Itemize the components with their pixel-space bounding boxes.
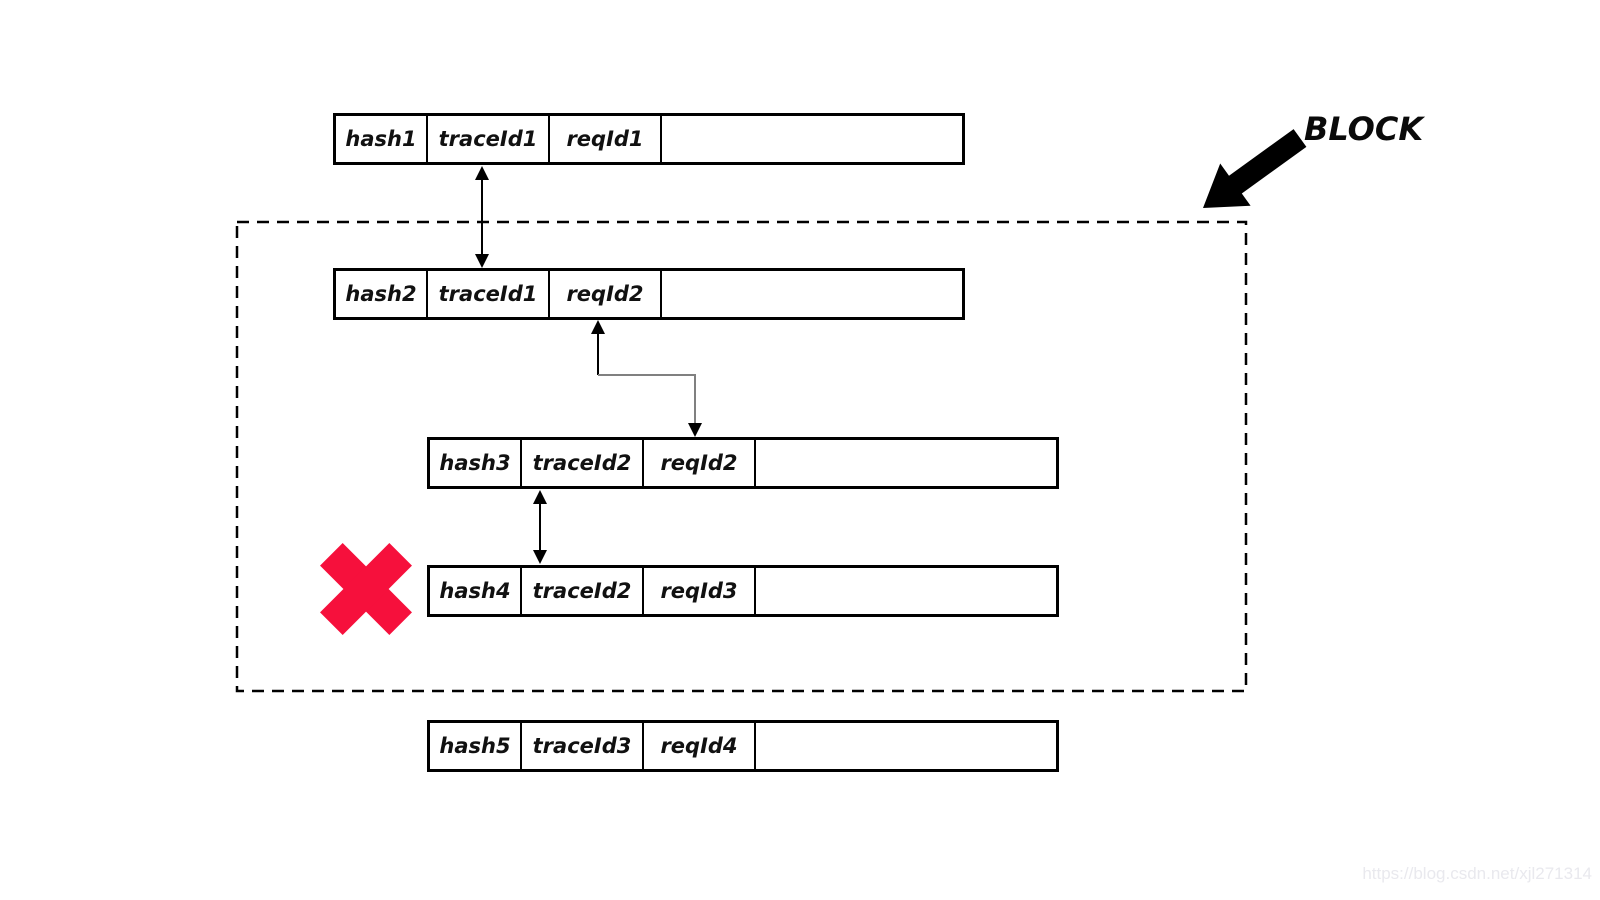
cell-hash: hash2 [336, 271, 428, 317]
req-link-elbow-arrow [591, 320, 702, 437]
cell-hash: hash3 [430, 440, 522, 486]
cell-hash: hash4 [430, 568, 522, 614]
cell-empty [662, 271, 962, 317]
cell-empty [756, 723, 1056, 769]
cell-traceid: traceId1 [428, 271, 550, 317]
cell-hash: hash5 [430, 723, 522, 769]
block-pointer-arrow-icon [1203, 129, 1307, 208]
cell-empty [756, 440, 1056, 486]
trace-link-arrow-1 [475, 166, 489, 268]
cell-empty [756, 568, 1056, 614]
block-label: BLOCK [1304, 110, 1424, 148]
reject-x-icon [320, 543, 412, 635]
cell-reqid: reqId2 [644, 440, 756, 486]
cell-empty [662, 116, 962, 162]
block-row-1: hash1 traceId1 reqId1 [333, 113, 965, 165]
cell-reqid: reqId3 [644, 568, 756, 614]
cell-traceid: traceId2 [522, 440, 644, 486]
cell-reqid: reqId1 [550, 116, 662, 162]
trace-link-arrow-2 [533, 490, 547, 564]
block-row-3: hash3 traceId2 reqId2 [427, 437, 1059, 489]
watermark-text: https://blog.csdn.net/xjl271314 [1362, 864, 1592, 883]
cell-traceid: traceId1 [428, 116, 550, 162]
cell-traceid: traceId2 [522, 568, 644, 614]
cell-traceid: traceId3 [522, 723, 644, 769]
block-row-5: hash5 traceId3 reqId4 [427, 720, 1059, 772]
cell-reqid: reqId4 [644, 723, 756, 769]
block-row-2: hash2 traceId1 reqId2 [333, 268, 965, 320]
cell-hash: hash1 [336, 116, 428, 162]
cell-reqid: reqId2 [550, 271, 662, 317]
block-row-4: hash4 traceId2 reqId3 [427, 565, 1059, 617]
